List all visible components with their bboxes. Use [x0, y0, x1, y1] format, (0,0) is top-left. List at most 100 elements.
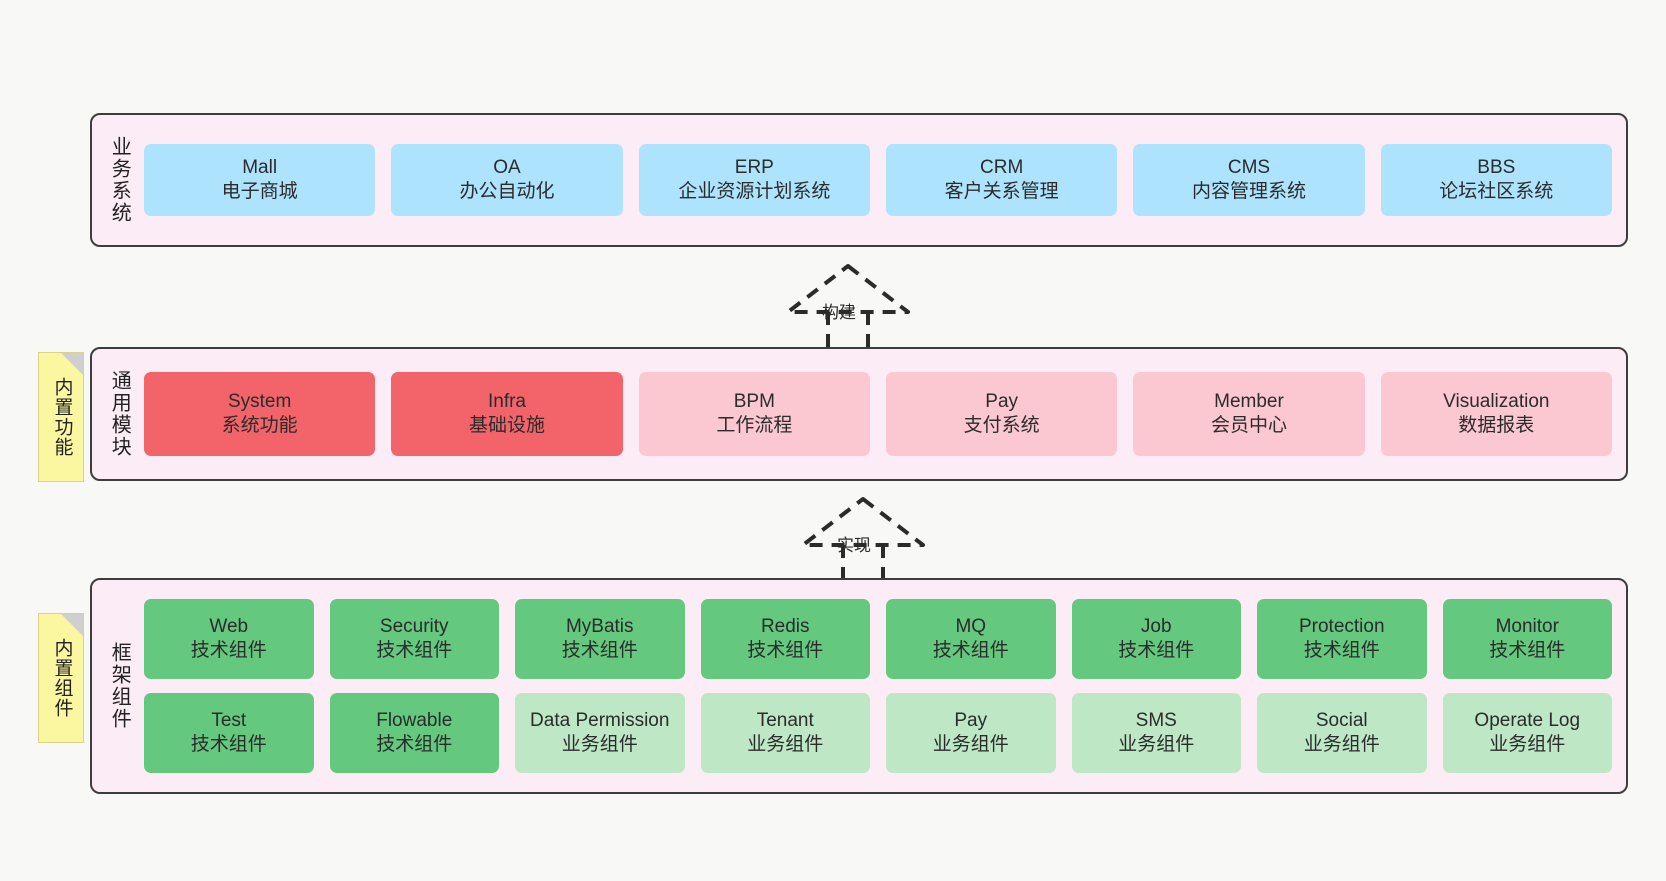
- connector-realize: 实现: [775, 495, 955, 585]
- node-subtitle: 业务组件: [1489, 734, 1566, 755]
- node-subtitle: 办公自动化: [459, 181, 555, 202]
- node-title: Member: [1214, 390, 1284, 412]
- note-label: 内置组件: [51, 638, 73, 718]
- layer-body-framework-components: Web 技术组件 Security 技术组件 MyBatis 技术组件 Redi…: [140, 580, 1626, 792]
- node-erp[interactable]: ERP 企业资源计划系统: [638, 144, 870, 216]
- node-title: Pay: [954, 709, 988, 731]
- node-bbs[interactable]: BBS 论坛社区系统: [1380, 144, 1612, 216]
- node-title: Mall: [242, 156, 278, 178]
- note-builtin-components: 内置组件: [38, 613, 84, 743]
- node-sms[interactable]: SMS 业务组件: [1071, 693, 1241, 773]
- connector-label-build: 构建: [822, 303, 856, 322]
- node-title: OA: [493, 156, 521, 178]
- node-title: Flowable: [376, 709, 453, 731]
- node-title: BBS: [1477, 156, 1516, 178]
- layer-title-common-modules: 通用模块: [108, 370, 131, 458]
- node-title: CMS: [1227, 156, 1271, 178]
- node-title: MyBatis: [565, 615, 634, 637]
- node-subtitle: 内容管理系统: [1191, 181, 1306, 202]
- node-subtitle: 技术组件: [376, 734, 453, 755]
- layer-framework-components: 框架组件 Web 技术组件 Security 技术组件 MyBatis 技术组件…: [90, 578, 1628, 794]
- node-subtitle: 技术组件: [376, 640, 453, 661]
- layer-body-common-modules: System 系统功能 Infra 基础设施 BPM 工作流程 Pay 支付系统…: [140, 349, 1626, 479]
- node-title: System: [227, 390, 292, 412]
- node-subtitle: 业务组件: [1303, 734, 1380, 755]
- folded-corner-icon: [61, 614, 83, 636]
- node-web[interactable]: Web 技术组件: [144, 599, 314, 679]
- layer-body-business-systems: Mall 电子商城 OA 办公自动化 ERP 企业资源计划系统 CRM 客户关系…: [140, 115, 1626, 245]
- node-subtitle: 业务组件: [932, 734, 1009, 755]
- node-title: MQ: [955, 615, 987, 637]
- node-subtitle: 技术组件: [1489, 640, 1566, 661]
- node-test[interactable]: Test 技术组件: [144, 693, 314, 773]
- node-security[interactable]: Security 技术组件: [329, 599, 499, 679]
- node-data-permission[interactable]: Data Permission 业务组件: [515, 693, 685, 773]
- node-subtitle: 业务组件: [747, 734, 824, 755]
- node-flowable[interactable]: Flowable 技术组件: [329, 693, 499, 773]
- node-job[interactable]: Job 技术组件: [1071, 599, 1241, 679]
- node-title: Web: [209, 615, 249, 637]
- node-title: Monitor: [1495, 615, 1559, 637]
- node-operate-log[interactable]: Operate Log 业务组件: [1442, 693, 1612, 773]
- node-infra[interactable]: Infra 基础设施: [391, 372, 623, 456]
- layer-title-business-systems: 业务系统: [108, 136, 131, 224]
- node-mall[interactable]: Mall 电子商城: [144, 144, 376, 216]
- node-mq[interactable]: MQ 技术组件: [886, 599, 1056, 679]
- node-subtitle: 系统功能: [221, 415, 298, 436]
- folded-corner-icon: [61, 353, 83, 375]
- node-subtitle: 工作流程: [716, 415, 793, 436]
- node-subtitle: 支付系统: [963, 415, 1040, 436]
- node-title: BPM: [733, 390, 775, 412]
- node-subtitle: 数据报表: [1458, 415, 1535, 436]
- node-redis[interactable]: Redis 技术组件: [700, 599, 870, 679]
- node-crm[interactable]: CRM 客户关系管理: [885, 144, 1118, 216]
- node-protection[interactable]: Protection 技术组件: [1257, 599, 1427, 679]
- generalization-triangle-icon: [786, 264, 910, 314]
- connector-label-realize: 实现: [837, 536, 871, 555]
- node-mybatis[interactable]: MyBatis 技术组件: [515, 599, 685, 679]
- layer-row: Mall 电子商城 OA 办公自动化 ERP 企业资源计划系统 CRM 客户关系…: [144, 144, 1612, 216]
- layer-row: Test 技术组件 Flowable 技术组件 Data Permission …: [144, 693, 1612, 773]
- realization-triangle-icon: [801, 497, 925, 547]
- node-subtitle: 业务组件: [561, 734, 638, 755]
- layer-business-systems: 业务系统 Mall 电子商城 OA 办公自动化 ERP 企业资源计划系统 CRM…: [90, 113, 1628, 247]
- note-builtin-features: 内置功能: [38, 352, 84, 482]
- node-title: Protection: [1298, 615, 1385, 637]
- node-subtitle: 电子商城: [221, 181, 298, 202]
- node-subtitle: 技术组件: [1118, 640, 1195, 661]
- node-cms[interactable]: CMS 内容管理系统: [1133, 144, 1365, 216]
- node-oa[interactable]: OA 办公自动化: [391, 144, 623, 216]
- node-title: Test: [211, 709, 247, 731]
- connector-build: 构建: [760, 262, 940, 352]
- node-monitor[interactable]: Monitor 技术组件: [1442, 599, 1612, 679]
- node-subtitle: 技术组件: [932, 640, 1009, 661]
- node-pay-component[interactable]: Pay 业务组件: [886, 693, 1056, 773]
- node-title: SMS: [1135, 709, 1177, 731]
- node-title: ERP: [734, 156, 774, 178]
- node-title: Operate Log: [1474, 709, 1581, 731]
- node-title: CRM: [980, 156, 1024, 178]
- node-title: Security: [379, 615, 449, 637]
- node-title: Data Permission: [530, 709, 670, 731]
- node-subtitle: 会员中心: [1210, 415, 1287, 436]
- node-subtitle: 业务组件: [1118, 734, 1195, 755]
- node-subtitle: 技术组件: [190, 640, 267, 661]
- node-title: Redis: [760, 615, 810, 637]
- node-social[interactable]: Social 业务组件: [1257, 693, 1427, 773]
- node-subtitle: 技术组件: [747, 640, 824, 661]
- node-tenant[interactable]: Tenant 业务组件: [700, 693, 870, 773]
- node-subtitle: 技术组件: [190, 734, 267, 755]
- node-bpm[interactable]: BPM 工作流程: [638, 372, 870, 456]
- node-subtitle: 基础设施: [468, 415, 545, 436]
- node-title: Visualization: [1443, 390, 1550, 412]
- node-subtitle: 论坛社区系统: [1439, 181, 1554, 202]
- node-subtitle: 技术组件: [1303, 640, 1380, 661]
- node-system[interactable]: System 系统功能: [144, 372, 376, 456]
- node-title: Pay: [985, 390, 1019, 412]
- node-subtitle: 企业资源计划系统: [678, 181, 831, 202]
- node-member[interactable]: Member 会员中心: [1133, 372, 1365, 456]
- node-visualization[interactable]: Visualization 数据报表: [1380, 372, 1612, 456]
- node-title: Infra: [487, 390, 526, 412]
- node-pay-module[interactable]: Pay 支付系统: [885, 372, 1118, 456]
